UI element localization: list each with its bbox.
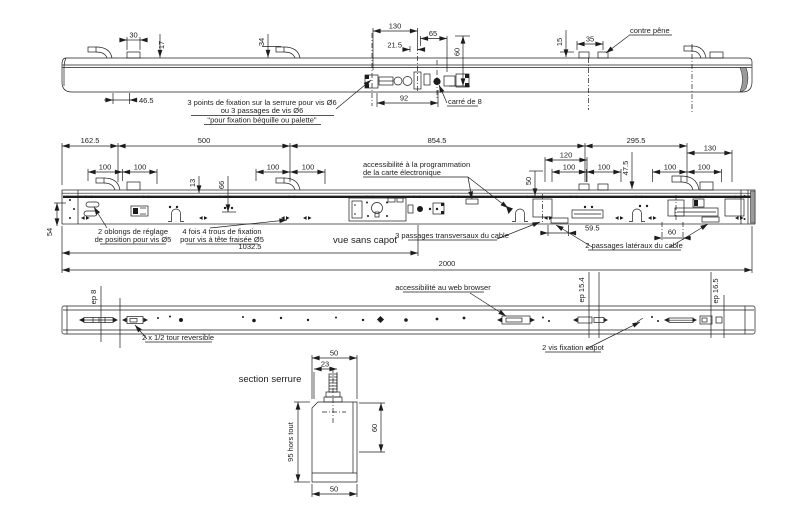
label-oblongs-1: 2 oblongs de réglage — [98, 227, 168, 236]
side-view: 30 17 34 46.5 130 21.5 65 60 92 15 35 co… — [61, 22, 753, 125]
dim-21-5: 21.5 — [387, 41, 402, 50]
plate-screw-pairs — [81, 204, 744, 220]
dim-65: 65 — [429, 29, 437, 38]
dim-59-5: 59.5 — [585, 224, 600, 233]
label-prog-2: de la carte électronique — [363, 168, 441, 177]
dim-46-5: 46.5 — [139, 96, 154, 105]
label-transversaux: 3 passages transversaux du cable — [395, 231, 509, 240]
dim-66: 66 — [217, 181, 226, 189]
dim-500: 500 — [198, 136, 211, 145]
dim-130-plate: 130 — [704, 144, 717, 153]
dim-15: 15 — [555, 38, 564, 46]
label-trous-2: pour vis à tête fraisée Ø5 — [180, 235, 264, 244]
dim-295-5: 295.5 — [627, 136, 646, 145]
side-view-bar-outline — [61, 57, 753, 93]
side-view-dimensions — [104, 28, 604, 107]
plan-bar-content — [79, 315, 723, 325]
plate-dimensions — [54, 143, 753, 273]
label-trous-1: 4 fois 4 trous de fixation — [182, 227, 261, 236]
label-vis-capot: 2 vis fixation capot — [542, 343, 605, 352]
plate-outline — [61, 189, 756, 225]
dim-162-5: 162.5 — [81, 136, 100, 145]
dim-100-f: 100 — [598, 163, 611, 172]
dim-100-a: 100 — [99, 163, 112, 172]
dim-30: 30 — [129, 31, 137, 40]
label-ep-8: ep 8 — [89, 290, 98, 305]
view-title-section: section serrure — [239, 374, 302, 385]
section-dimensions — [294, 355, 385, 497]
plan-bar-outline — [61, 305, 756, 335]
top-view-without-cover: 162.5 500 854.5 295.5 130 120 100 100 10… — [45, 136, 756, 273]
plate-cutouts — [83, 194, 745, 224]
dim-47-5: 47.5 — [621, 161, 630, 176]
view-title-sans-capot: vue sans capot — [333, 235, 397, 246]
dim-2000: 2000 — [439, 259, 456, 268]
plate-labels: 2 oblongs de réglage de position pour vi… — [93, 160, 709, 251]
plate-dim-texts: 162.5 500 854.5 295.5 130 120 100 100 10… — [45, 136, 716, 268]
side-view-top-fittings — [87, 45, 724, 59]
dim-120: 120 — [560, 151, 573, 160]
plan-view: ep 8 2 x 1/2 tour reversible accessibili… — [61, 272, 756, 353]
side-view-labels: contre pêne 3 points de fixation sur la … — [187, 26, 672, 125]
dim-50-top: 50 — [330, 349, 338, 358]
dim-34: 34 — [257, 38, 266, 46]
dim-54: 54 — [45, 228, 54, 236]
section-body — [311, 368, 358, 483]
dim-35: 35 — [586, 35, 594, 44]
dim-50-bottom: 50 — [330, 485, 338, 494]
dim-100-c: 100 — [267, 163, 280, 172]
label-demi-tour: 2 x 1/2 tour reversible — [142, 333, 214, 342]
dim-23: 23 — [321, 360, 329, 369]
dim-100-g: 100 — [664, 163, 677, 172]
dim-95-hors-tout: 95 hors tout — [286, 421, 295, 462]
dim-100-h: 100 — [698, 163, 711, 172]
dim-60-plate: 60 — [668, 228, 676, 237]
label-contre-pene: contre pêne — [630, 26, 670, 35]
dim-50-plate: 50 — [524, 177, 533, 185]
dim-60-section: 60 — [370, 424, 379, 432]
dim-854-5: 854.5 — [428, 136, 447, 145]
side-view-centerlines — [371, 33, 693, 112]
label-fixation-2: ou 3 passages de vis Ø6 — [221, 106, 304, 115]
plan-reference-lines — [100, 272, 725, 348]
lock-section-view: section serrure 50 23 — [239, 349, 385, 497]
label-ep-15-4: ep 15.4 — [577, 277, 586, 302]
label-web-browser: accessibilité au web browser — [395, 283, 491, 292]
side-view-dim-texts: 30 17 34 46.5 130 21.5 65 60 92 15 35 — [129, 22, 594, 106]
label-lateraux: 2 passages latéraux du cable — [585, 241, 683, 250]
dim-13: 13 — [188, 179, 197, 187]
dim-92: 92 — [400, 94, 408, 103]
plate-top-fittings — [95, 175, 714, 191]
label-fixation-1: 3 points de fixation sur la serrure pour… — [187, 98, 336, 107]
dim-17: 17 — [157, 41, 166, 49]
label-fixation-3: "pour fixation béquille ou palette" — [207, 116, 316, 125]
dim-1032-5: 1032.5 — [239, 242, 262, 251]
dim-100-d: 100 — [302, 163, 315, 172]
section-dim-texts: 50 23 60 95 hors tout 50 — [286, 349, 379, 494]
dim-100-b: 100 — [134, 163, 147, 172]
label-ep-16-5: ep 16.5 — [711, 278, 720, 303]
dim-60-side: 60 — [453, 48, 462, 56]
plan-labels: ep 8 2 x 1/2 tour reversible accessibili… — [89, 277, 720, 353]
dim-100-e: 100 — [563, 163, 576, 172]
label-carre-de-8: carré de 8 — [448, 97, 482, 106]
label-prog-1: accessibilité à la programmation — [363, 160, 470, 169]
label-oblongs-2: de position pour vis Ø5 — [95, 235, 172, 244]
plate-lock-cluster — [348, 197, 445, 222]
side-view-lock-cluster — [364, 71, 470, 90]
dim-130-side: 130 — [389, 22, 402, 31]
